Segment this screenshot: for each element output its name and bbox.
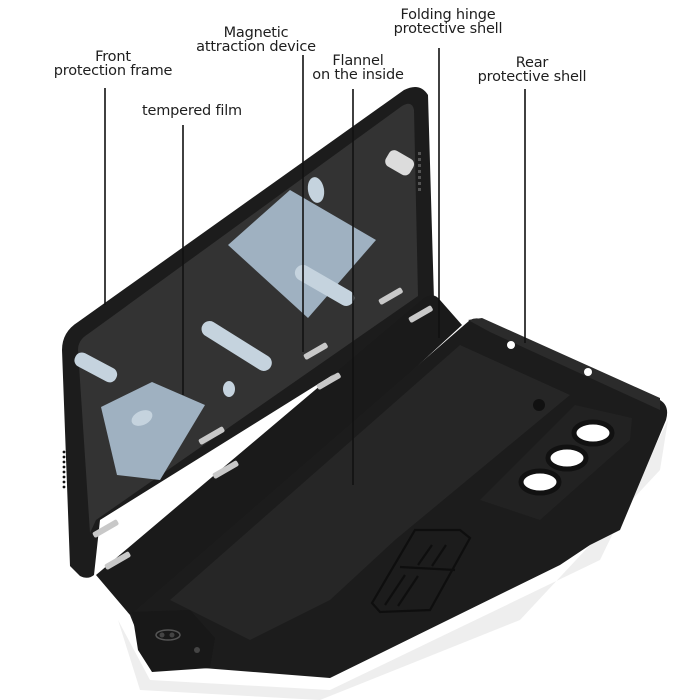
kickstand (370, 528, 472, 614)
magnetic-attraction-device (92, 287, 403, 538)
strap-hole (584, 368, 592, 376)
label-folding-hinge-shell: Folding hinge protective shell (393, 7, 503, 37)
strap-hole (507, 341, 515, 349)
label-front-protection-frame: Front protection frame (53, 49, 173, 79)
rear-protective-shell (118, 318, 668, 700)
label-rear-protective-shell: Rear protective shell (477, 55, 587, 85)
folding-hinge-protective-shell (96, 295, 462, 615)
label-tempered-film: tempered film (142, 103, 242, 119)
tempered-film (74, 150, 415, 480)
flannel-inside (170, 345, 570, 640)
label-flannel-inside: Flannel on the inside (312, 53, 404, 83)
label-magnetic-attraction-device: Magnetic attraction device (196, 25, 316, 55)
leader-lines (104, 48, 526, 485)
camera-cutouts (518, 419, 615, 496)
